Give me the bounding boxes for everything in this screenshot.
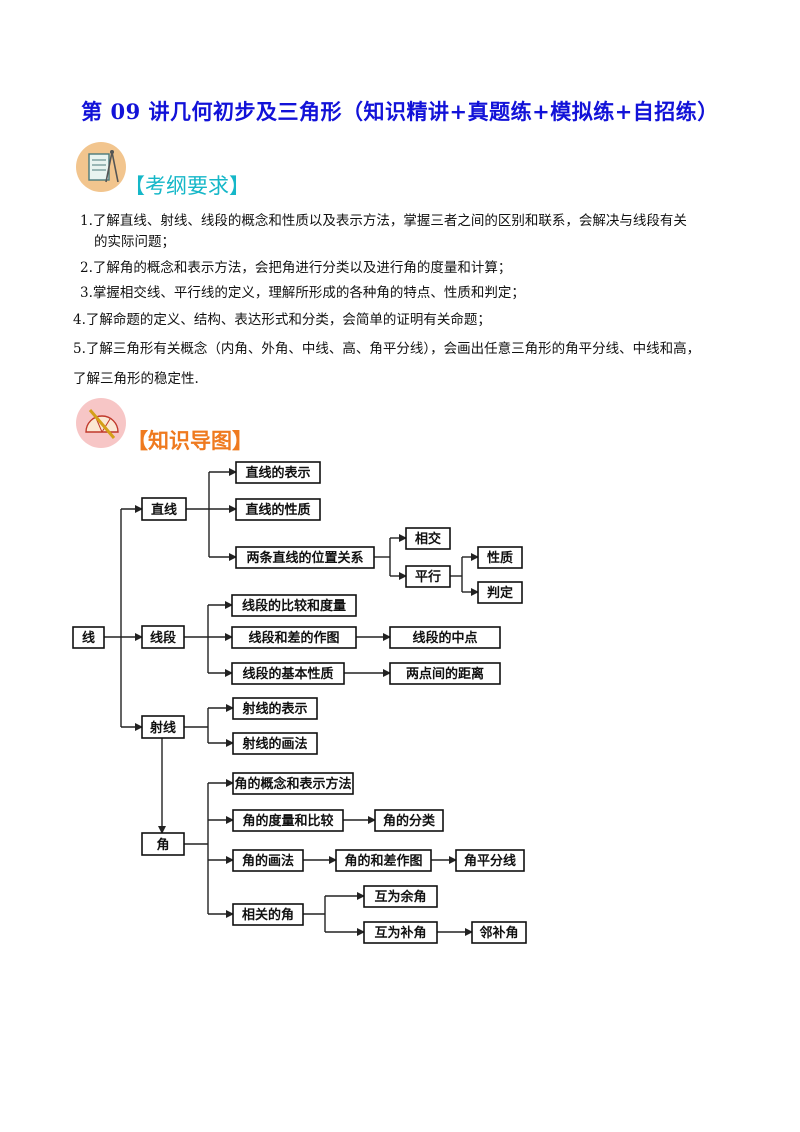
node-j-huafa: 角的画法 <box>232 849 304 872</box>
requirement-item: 1.了解直线、射线、线段的概念和性质以及表示方法，掌握三者之间的区别和联系，会解… <box>80 213 687 229</box>
svg-text:角的分类: 角的分类 <box>383 813 436 829</box>
node-jiao: 角 <box>141 832 185 856</box>
node-j-duliang: 角的度量和比较 <box>232 809 344 832</box>
node-j-fenlei: 角的分类 <box>374 809 444 832</box>
svg-text:射线: 射线 <box>149 720 176 736</box>
svg-text:性质: 性质 <box>487 550 513 566</box>
node-shexian: 射线 <box>141 715 185 739</box>
node-pingxing: 平行 <box>405 565 451 588</box>
svg-text:线段的中点: 线段的中点 <box>412 630 477 646</box>
node-xd-hecha: 线段和差的作图 <box>231 626 357 649</box>
node-xd-bijiao: 线段的比较和度量 <box>231 594 357 617</box>
node-px-panding: 判定 <box>477 581 523 604</box>
svg-text:角: 角 <box>156 837 169 853</box>
node-px-xingzhi: 性质 <box>477 546 523 569</box>
svg-text:线段的比较和度量: 线段的比较和度量 <box>242 598 346 614</box>
requirement-item-cont: 的实际问题； <box>94 234 175 250</box>
node-xd-jiben: 线段的基本性质 <box>231 662 345 685</box>
svg-text:两条直线的位置关系: 两条直线的位置关系 <box>246 550 363 566</box>
node-j-gainian: 角的概念和表示方法 <box>232 772 354 795</box>
node-j-xiangguan: 相关的角 <box>232 903 304 926</box>
requirement-item-cont: 了解三角形的稳定性. <box>73 371 199 387</box>
svg-text:直线的性质: 直线的性质 <box>245 502 310 518</box>
svg-text:判定: 判定 <box>487 585 513 601</box>
compass-ruler-icon <box>76 142 126 192</box>
svg-text:角的概念和表示方法: 角的概念和表示方法 <box>234 776 351 792</box>
svg-text:相关的角: 相关的角 <box>242 907 294 923</box>
svg-text:两点间的距离: 两点间的距离 <box>406 666 484 682</box>
requirement-item: 3.掌握相交线、平行线的定义，理解所形成的各种角的特点、性质和判定； <box>80 285 525 301</box>
node-hubu: 互为补角 <box>363 921 438 944</box>
svg-text:线段和差的作图: 线段和差的作图 <box>248 630 339 646</box>
svg-text:角的画法: 角的画法 <box>242 853 294 869</box>
page-title: 第 09 讲几何初步及三角形（知识精讲+真题练+模拟练+自招练） <box>81 99 719 124</box>
svg-text:射线的表示: 射线的表示 <box>241 701 307 717</box>
node-linbu: 邻补角 <box>471 921 527 944</box>
node-sx-huafa: 射线的画法 <box>232 732 318 755</box>
svg-text:邻补角: 邻补角 <box>478 925 518 941</box>
svg-text:互为补角: 互为补角 <box>374 925 426 941</box>
node-j-pingfen: 角平分线 <box>455 849 525 872</box>
svg-text:射线的画法: 射线的画法 <box>241 736 307 752</box>
svg-text:直线的表示: 直线的表示 <box>245 465 310 481</box>
svg-text:角的和差作图: 角的和差作图 <box>344 853 422 869</box>
svg-text:线段的基本性质: 线段的基本性质 <box>242 666 333 682</box>
node-zx-xingzhi: 直线的性质 <box>235 498 321 521</box>
svg-text:线: 线 <box>82 630 95 646</box>
requirement-item: 5.了解三角形有关概念（内角、外角、中线、高、角平分线），会画出任意三角形的角平… <box>73 341 701 357</box>
svg-text:线段: 线段 <box>150 630 176 646</box>
node-zhixian: 直线 <box>141 497 187 521</box>
node-zx-weizhi: 两条直线的位置关系 <box>235 546 375 569</box>
svg-text:角平分线: 角平分线 <box>464 853 516 869</box>
requirement-item: 2.了解角的概念和表示方法，会把角进行分类以及进行角的度量和计算； <box>80 260 512 276</box>
node-xd-juli: 两点间的距离 <box>389 662 501 685</box>
node-zx-biaoshi: 直线的表示 <box>235 461 321 484</box>
node-xianduan: 线段 <box>141 625 185 649</box>
node-xd-zhongdian: 线段的中点 <box>389 626 501 649</box>
node-huyu: 互为余角 <box>363 885 438 908</box>
requirement-item: 4.了解命题的定义、结构、表达形式和分类，会简单的证明有关命题； <box>73 312 491 328</box>
node-xian: 线 <box>72 626 105 649</box>
node-j-hecha: 角的和差作图 <box>335 849 432 872</box>
node-xiangjiao: 相交 <box>405 527 451 550</box>
node-sx-biaoshi: 射线的表示 <box>232 697 318 720</box>
section-heading-requirements: 【考纲要求】 <box>124 174 250 198</box>
protractor-icon <box>76 398 126 448</box>
section-heading-mindmap: 【知识导图】 <box>127 428 253 453</box>
svg-text:平行: 平行 <box>415 569 441 585</box>
svg-text:相交: 相交 <box>415 531 441 547</box>
svg-text:互为余角: 互为余角 <box>374 889 426 905</box>
svg-text:角的度量和比较: 角的度量和比较 <box>242 813 333 829</box>
svg-text:直线: 直线 <box>151 502 177 518</box>
